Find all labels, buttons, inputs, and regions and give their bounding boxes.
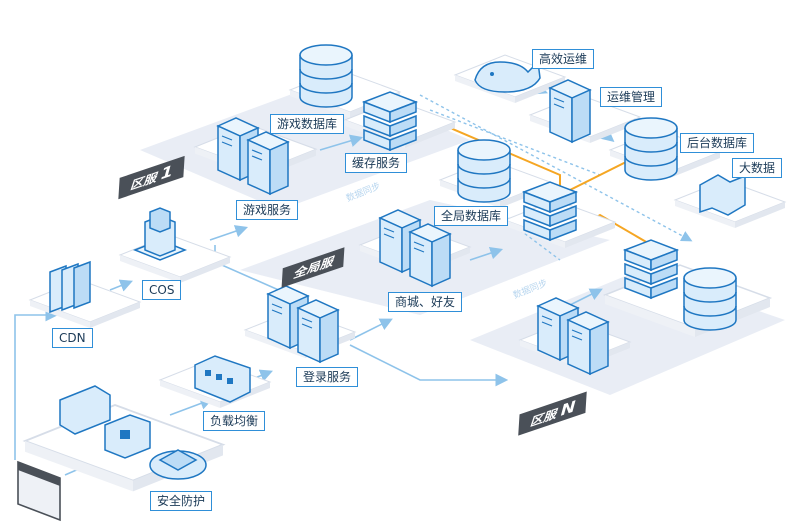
label-cache: 缓存服务 [345,153,408,173]
label-backend-db: 后台数据库 [680,133,755,153]
label-cos: COS [142,280,182,300]
global-db-icon [457,139,511,203]
zoneN-cache-icon [624,239,678,299]
label-global-db: 全局数据库 [434,206,509,226]
label-ops-high: 高效运维 [532,49,595,69]
sync-line-2 [429,109,601,176]
cos-icon [132,207,188,261]
label-security: 安全防护 [150,491,213,511]
ops-server-icon [549,79,591,143]
line-security-lb [169,397,213,416]
line-login-mall [349,318,393,341]
line-game-cache [319,134,364,151]
security-icons [59,385,207,480]
zoneN-server-2 [567,311,609,375]
browser-client-icon [17,460,61,522]
label-load-balance: 负载均衡 [203,411,266,431]
line-cdn-cos [109,279,133,292]
game-db-icon [299,44,353,108]
label-cdn: CDN [52,328,93,348]
cdn-icon [49,260,91,314]
line-mall-globaldb [469,246,504,261]
login-server-2 [297,299,339,363]
label-ops-mgmt: 运维管理 [600,87,663,107]
global-cache-icon [523,181,577,241]
zoneN-db-icon [683,267,737,331]
backend-db-icon [624,117,678,181]
label-game-service: 游戏服务 [236,200,299,220]
cache-stack-icon [363,91,417,151]
label-login: 登录服务 [296,367,359,387]
game-server-2 [247,131,289,195]
load-balancer-icon [194,355,251,403]
line-to-game [209,225,249,241]
label-mall-friends: 商城、好友 [388,292,463,312]
line-client-cdn [14,308,59,460]
whale-icon [474,60,541,93]
sync-line-3 [519,229,561,261]
label-game-db: 游戏数据库 [270,114,345,134]
label-big-data: 大数据 [732,158,783,178]
bigdata-icon [699,174,746,216]
mall-server-2 [409,223,451,287]
line-login-zoneN [349,344,509,387]
